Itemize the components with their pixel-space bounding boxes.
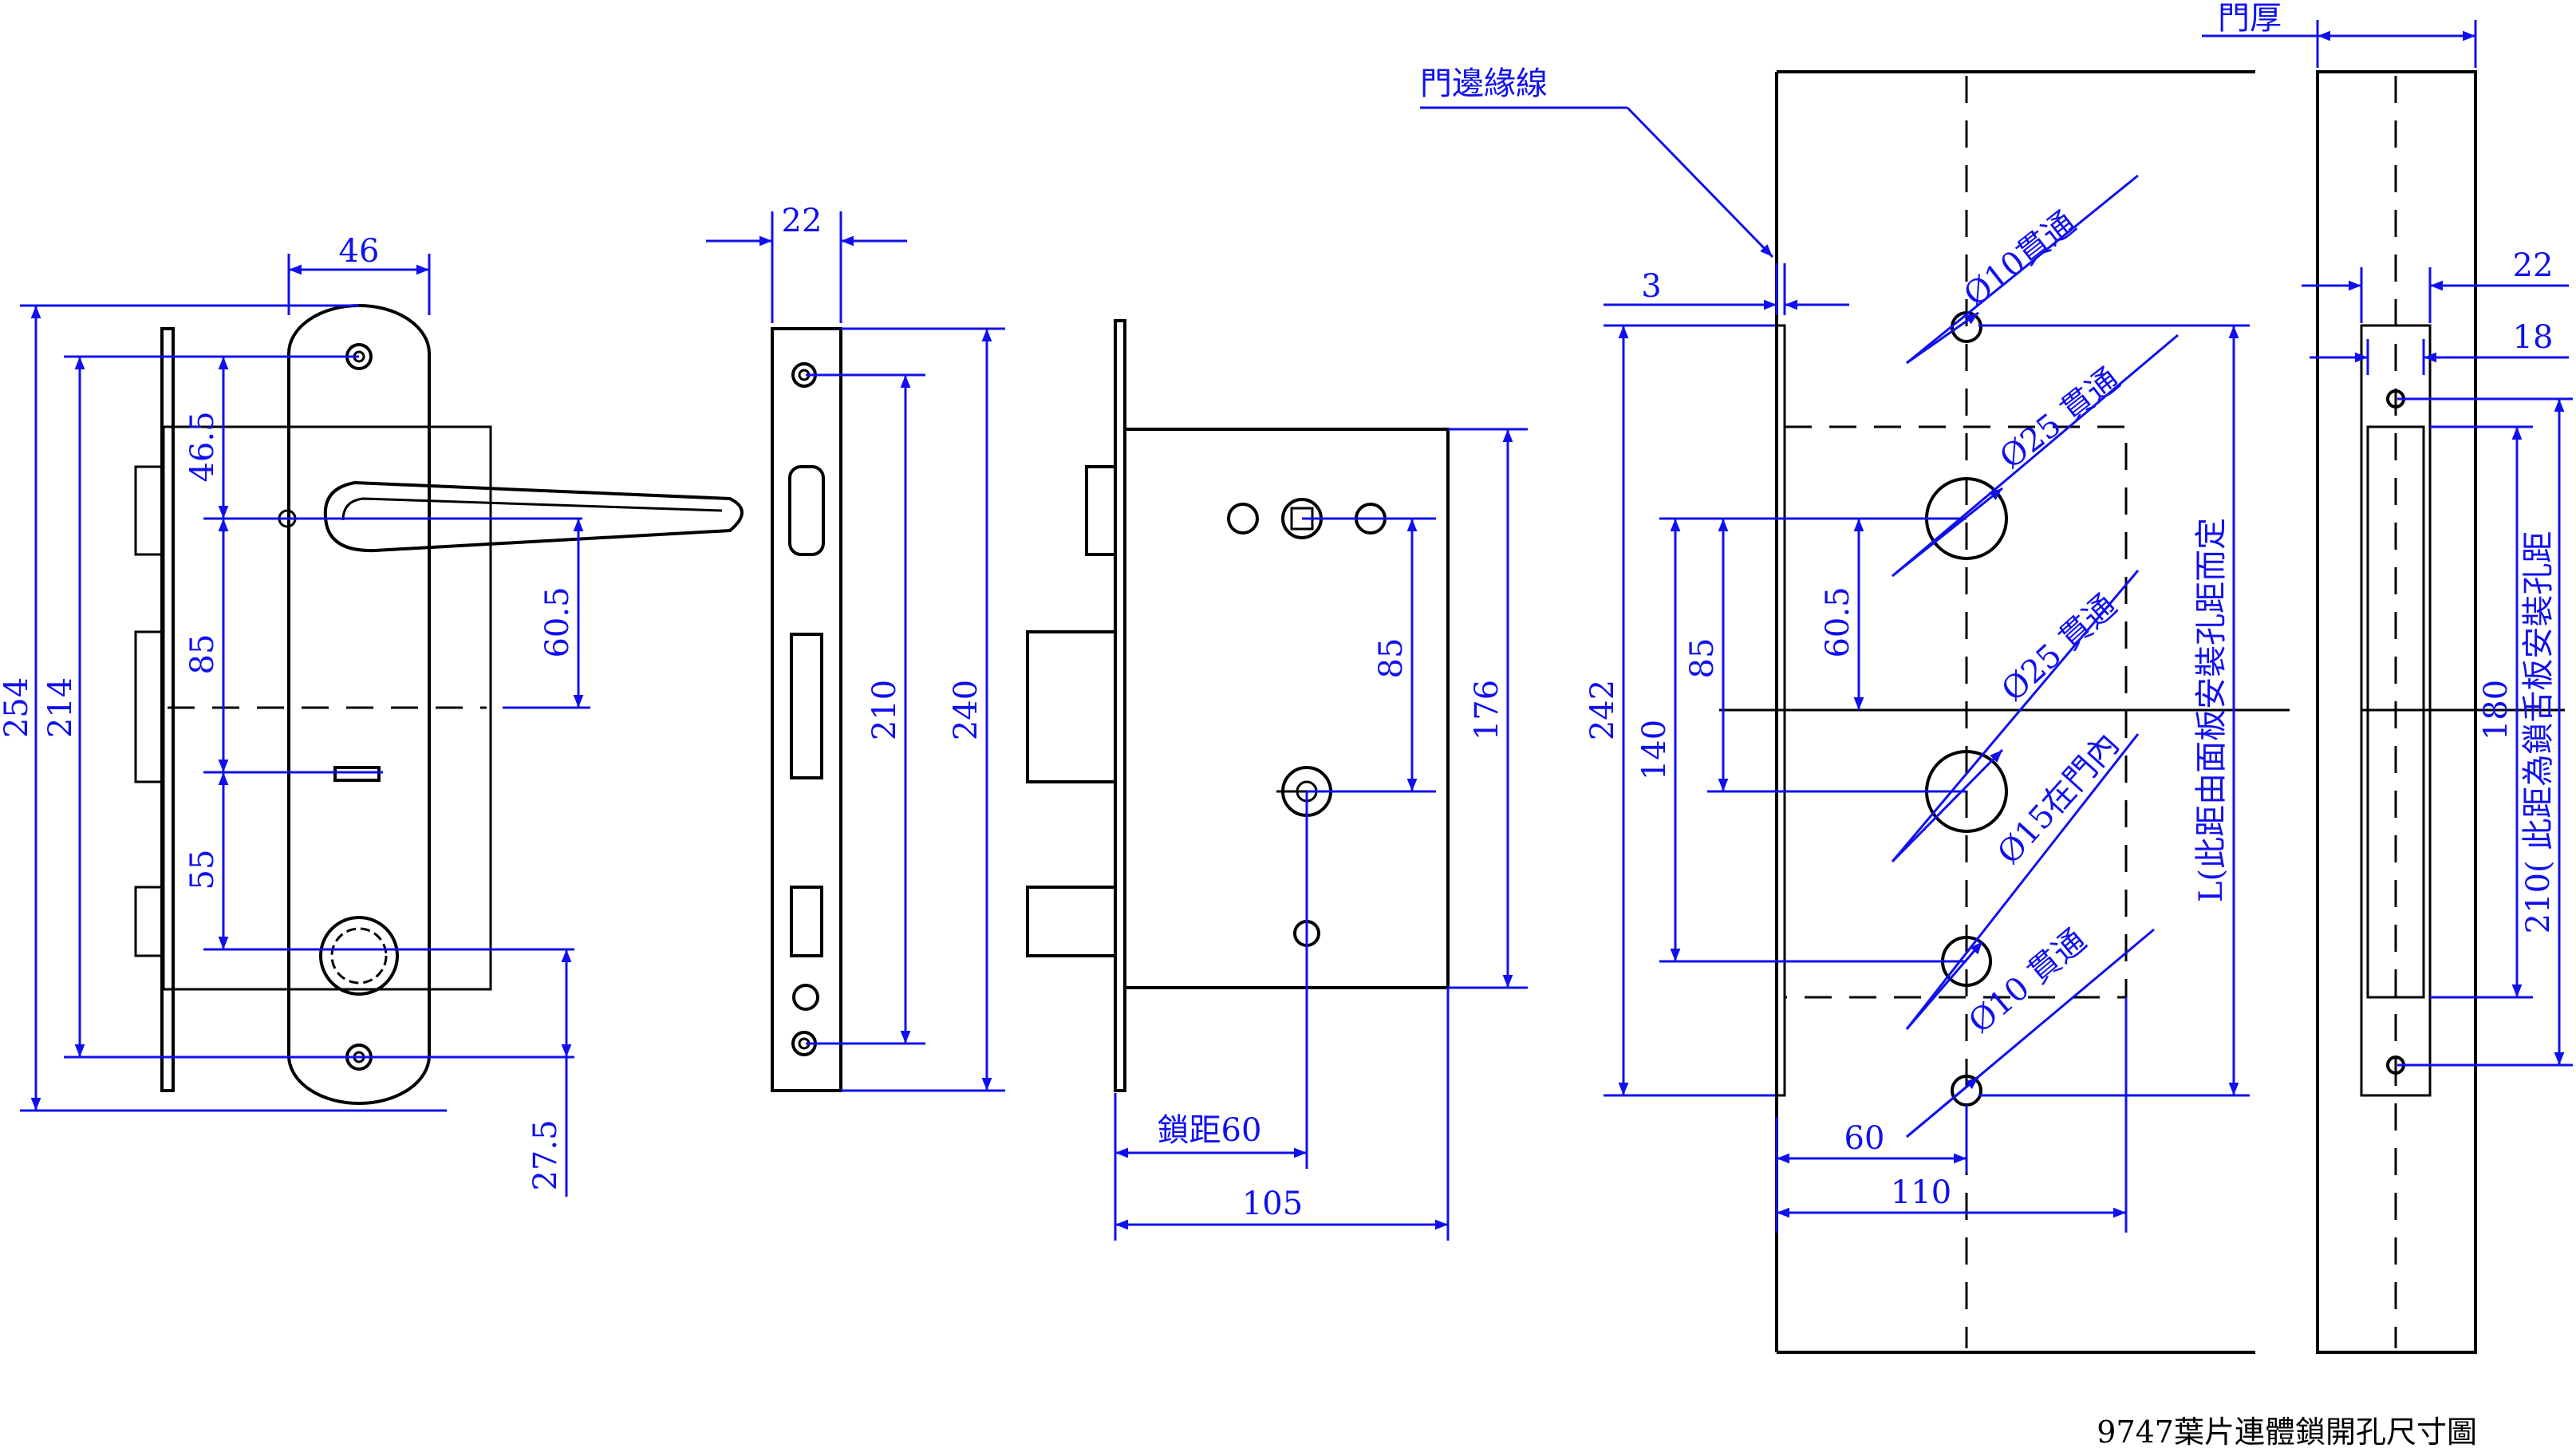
escutcheon-plate <box>287 304 431 1105</box>
lockbody-case <box>1123 428 1450 989</box>
dim-side-note-210: 210( 此距為鎖舌板安裝孔距 <box>2520 531 2557 934</box>
latch-opening <box>788 465 825 556</box>
faceplate-knob-hole-icon <box>792 984 819 1011</box>
dim-lever-to-key: 85 <box>184 634 221 675</box>
dim-faceplate-height: 240 <box>948 680 984 740</box>
dim-hole-top: Ø10貫通 <box>1957 204 2082 314</box>
dim-side-mortise-width: 18 <box>2513 319 2554 356</box>
drawing-title: 9747葉片連體鎖開孔尺寸圖 <box>2097 1415 2477 1450</box>
dim-bottom-offset: 27.5 <box>527 1119 564 1190</box>
dim-overall-height: 254 <box>0 677 35 738</box>
dim-hole-span: 214 <box>42 677 79 738</box>
dead-bolt <box>134 630 164 783</box>
door-side-dimensions: 門厚 22 18 180 210( 此距為鎖舌板安裝孔距 <box>2202 0 2573 1067</box>
mortise-pocket <box>1783 425 2128 999</box>
dim-backset-60: 60 <box>1844 1120 1885 1157</box>
dim-hole-inside: Ø15在門內 <box>1990 726 2126 871</box>
mount-hole-icon <box>1227 503 1259 535</box>
handle-view: 46 254 214 46.5 85 55 60.5 27.5 <box>0 233 744 1197</box>
keyhole-icon <box>333 766 381 782</box>
dim-key-to-knob: 55 <box>184 850 221 890</box>
dim-spindle-to-cylinder: 85 <box>1373 638 1410 679</box>
dim-edge-offset: 3 <box>1641 268 1661 305</box>
dim-hole-to-lever: 46.5 <box>184 411 221 482</box>
aux-bolt <box>134 886 164 957</box>
faceplate-dimensions: 22 210 240 <box>706 203 1005 1092</box>
dim-hole-cylinder: Ø25 貫通 <box>1994 587 2124 708</box>
label-door-edge: 門邊緣線 <box>1420 65 1548 102</box>
lockbody-view: 85 176 鎖距60 105 <box>1026 319 1528 1241</box>
dim-backset: 鎖距60 <box>1158 1112 1262 1149</box>
lockbody-deadbolt <box>1026 630 1117 783</box>
dim-span-140: 140 <box>1636 720 1673 780</box>
label-door-thickness: 門厚 <box>2218 0 2282 37</box>
dim-note-L: L(此距由面板安裝孔距而定 <box>2193 518 2230 902</box>
dim-case-depth: 105 <box>1242 1186 1303 1222</box>
dim-faceplate-screw-span: 210 <box>866 680 903 740</box>
dim-side-faceplate-width: 22 <box>2513 247 2554 284</box>
faceplate-view: 22 210 240 <box>706 203 1005 1092</box>
lockbody-dimensions: 85 176 鎖距60 105 <box>1114 428 1528 1241</box>
dim-case-height: 176 <box>1469 680 1505 740</box>
door-front-dimensions: 門邊緣線 3 242 140 85 60.5 <box>1420 65 2250 1233</box>
lockbody-aux-bolt <box>1026 886 1117 957</box>
door-side-view: 門厚 22 18 180 210( 此距為鎖舌板安裝孔距 <box>2202 0 2573 1354</box>
faceplate <box>771 327 842 1092</box>
dim-lever-offset: 60.5 <box>539 586 576 657</box>
aux-opening <box>790 886 823 957</box>
dim-overall: 242 <box>1584 680 1621 740</box>
door-front-view: 門邊緣線 3 242 140 85 60.5 <box>1420 65 2290 1354</box>
side-mortise <box>2366 425 2425 999</box>
thumb-knob-icon <box>319 916 399 996</box>
door-edge-rect <box>2316 70 2477 1354</box>
deadbolt-opening <box>790 633 823 779</box>
dim-side-span-180: 180 <box>2478 680 2515 740</box>
lockbody-latch <box>1085 465 1117 556</box>
dim-plate-width: 46 <box>339 233 380 270</box>
dim-span-85: 85 <box>1684 638 1721 679</box>
latch-bolt <box>134 465 164 556</box>
dim-faceplate-width: 22 <box>782 203 823 239</box>
dim-span-60-5: 60.5 <box>1820 586 1856 657</box>
lever-handle <box>323 480 744 553</box>
dim-width-110: 110 <box>1891 1174 1951 1211</box>
dim-hole-spindle: Ø25 貫通 <box>1993 361 2126 476</box>
handle-dimensions: 46 254 214 46.5 85 55 60.5 27.5 <box>0 233 590 1197</box>
